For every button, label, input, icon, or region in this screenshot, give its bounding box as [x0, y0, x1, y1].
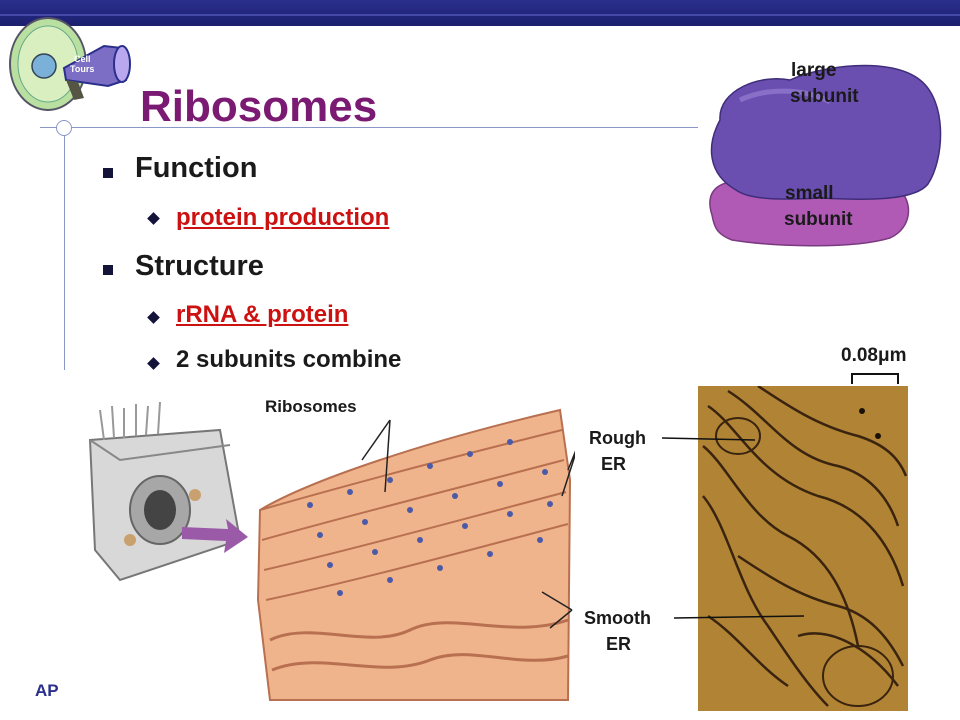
logo-text-tours: Tours — [70, 64, 94, 74]
smooth-er-label-1: Smooth — [584, 608, 651, 628]
er-illustration — [256, 408, 575, 701]
small-subunit-label-1: small — [785, 183, 834, 204]
smooth-er-pointer — [673, 615, 805, 619]
bullet-two-subunits: 2 subunits combine — [176, 346, 402, 373]
rule-crosshair — [56, 120, 72, 136]
small-subunit-label-2: subunit — [784, 209, 853, 230]
bullet-rrna-protein: rRNA & protein — [176, 301, 349, 328]
title-rule — [40, 127, 698, 128]
cell-diagram — [88, 401, 242, 582]
rough-er-pointer — [661, 437, 756, 441]
slide-title: Ribosomes — [140, 82, 378, 131]
footer-ap: AP — [35, 681, 59, 700]
logo-text-cell: Cell — [74, 54, 91, 64]
bullet-function: Function — [135, 152, 258, 184]
bullet-protein-production: protein production — [176, 204, 390, 231]
smooth-er-label-2: ER — [606, 634, 632, 654]
large-subunit-label-2: subunit — [790, 86, 859, 107]
bullet-structure: Structure — [135, 250, 264, 282]
rough-er-label-1: Rough — [589, 428, 646, 448]
left-rule — [64, 120, 65, 370]
cell-tours-logo: Cell Tours — [9, 17, 131, 111]
bullet-diamond-icon — [147, 357, 160, 370]
bullet-square-icon — [103, 168, 113, 178]
magnify-arrow — [182, 519, 248, 553]
scale-bar — [851, 373, 899, 384]
ribosomes-label: Ribosomes — [265, 397, 357, 416]
bullet-diamond-icon — [147, 311, 160, 324]
bullet-square-icon — [103, 265, 113, 275]
ribosome-illustration — [709, 64, 942, 247]
top-banner — [0, 0, 960, 26]
bullet-diamond-icon — [147, 212, 160, 225]
rough-er-label-2: ER — [601, 454, 627, 474]
large-subunit-label-1: large — [791, 60, 837, 81]
scale-label: 0.08μm — [841, 345, 907, 366]
